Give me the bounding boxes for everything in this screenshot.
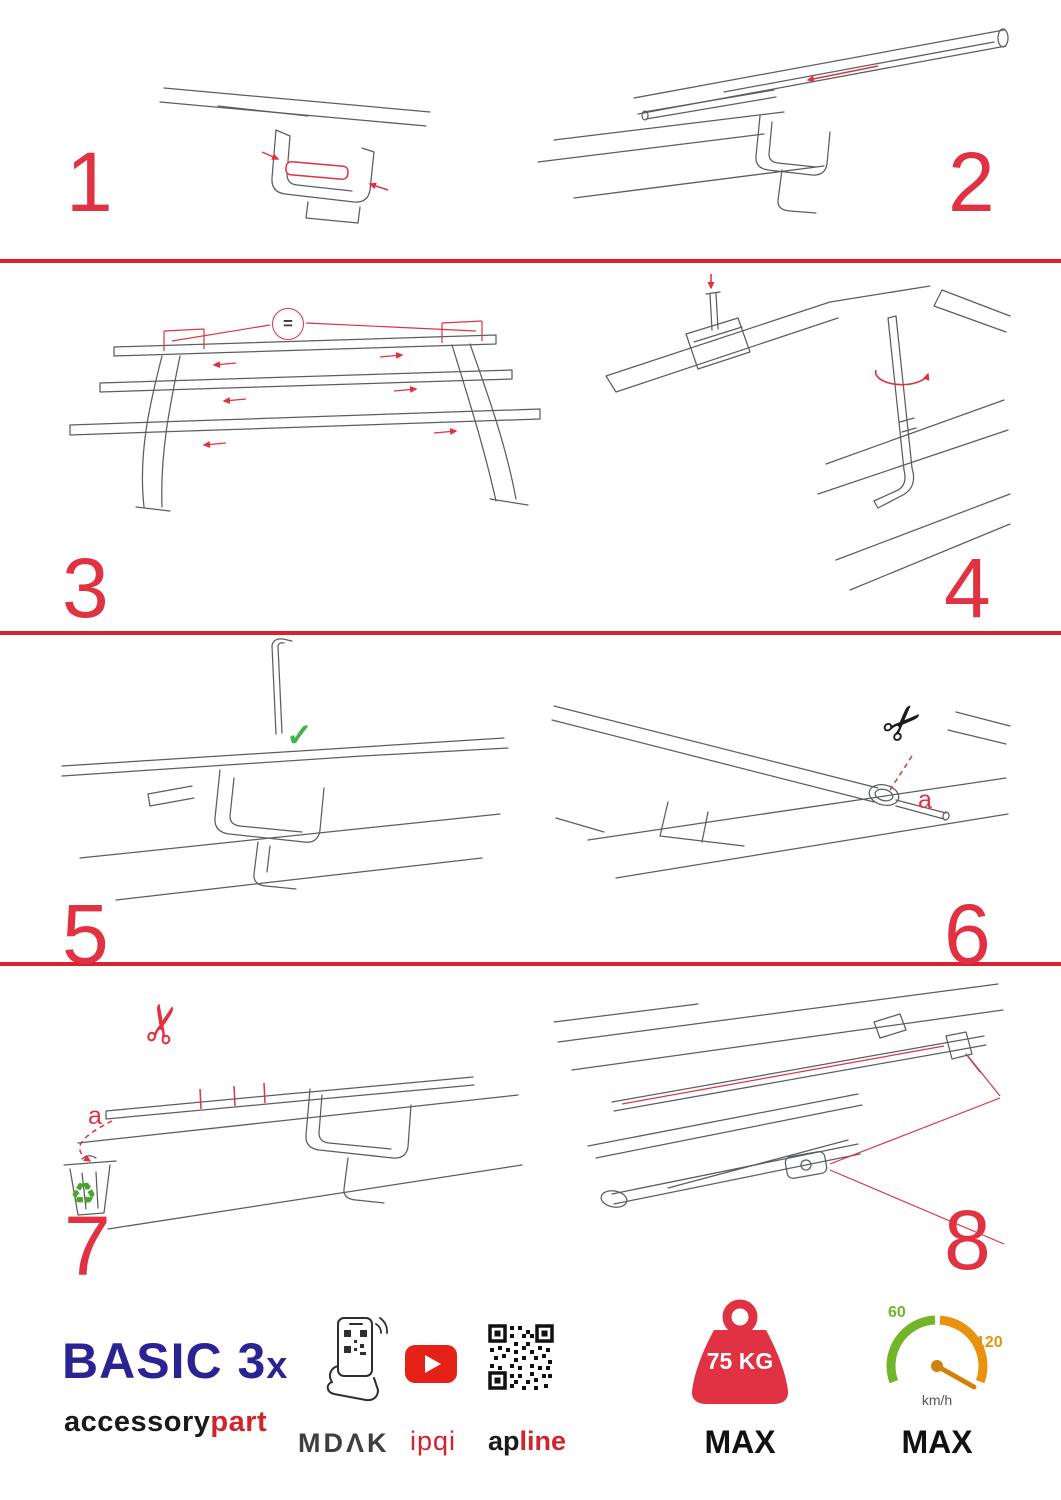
step-1-drawing [159, 87, 431, 224]
section-divider-2 [0, 631, 1061, 635]
qr-code [486, 1322, 556, 1392]
step-8-drawing [553, 983, 1005, 1245]
step-8-number: 8 [944, 1193, 991, 1287]
section-divider-3 [0, 962, 1061, 966]
partner-apline-part1: ap [488, 1426, 520, 1456]
max-speed-icon [886, 1315, 988, 1390]
partner-ipqi: ipqi [410, 1426, 457, 1456]
check-icon: ✓ [286, 717, 313, 753]
equal-spacing-badge: = [272, 308, 304, 340]
step-4-number: 4 [944, 541, 991, 635]
youtube-icon [405, 1345, 457, 1383]
step-6-number: 6 [944, 887, 991, 981]
max-load-value: 75 KG [706, 1348, 774, 1374]
speed-unit: km/h [921, 1392, 953, 1408]
max-speed-label: MAX [901, 1424, 973, 1460]
brand-logo-part2: part [210, 1406, 268, 1438]
step-5-drawing [61, 638, 509, 901]
partner-apline: apline [488, 1426, 566, 1457]
scan-phone-icon [326, 1317, 388, 1402]
brand-logo: accessorypart [64, 1406, 267, 1439]
step-3-number: 3 [62, 541, 109, 635]
max-load-label: MAX [704, 1424, 776, 1460]
speed-tick-60: 60 [888, 1304, 906, 1321]
product-name: BASIC 3x [62, 1332, 288, 1390]
step-7-label-a: a [88, 1102, 102, 1130]
step-6-drawing [551, 705, 1011, 879]
recycle-icon: ♻ [70, 1178, 97, 1211]
step-4-drawing [605, 274, 1011, 591]
product-qty: x [266, 1345, 289, 1387]
step-3-drawing [69, 320, 541, 512]
partner-mdak: MDΛK [298, 1428, 390, 1458]
product-name-main: BASIC 3 [62, 1333, 267, 1389]
section-divider-1 [0, 259, 1061, 263]
partner-apline-part2: line [519, 1426, 567, 1456]
step-2-number: 2 [948, 135, 995, 229]
step-7-number: 7 [64, 1199, 111, 1293]
step-7-drawing [63, 1076, 523, 1230]
equals-symbol: = [283, 314, 293, 333]
step-2-drawing [537, 28, 1009, 214]
brand-logo-part1: accessory [64, 1406, 211, 1438]
step-1-number: 1 [66, 135, 113, 229]
step-6-label-a: a [918, 786, 932, 814]
step-5-number: 5 [62, 887, 109, 981]
max-load-icon [691, 1299, 789, 1404]
speed-tick-120: 120 [976, 1334, 1003, 1351]
